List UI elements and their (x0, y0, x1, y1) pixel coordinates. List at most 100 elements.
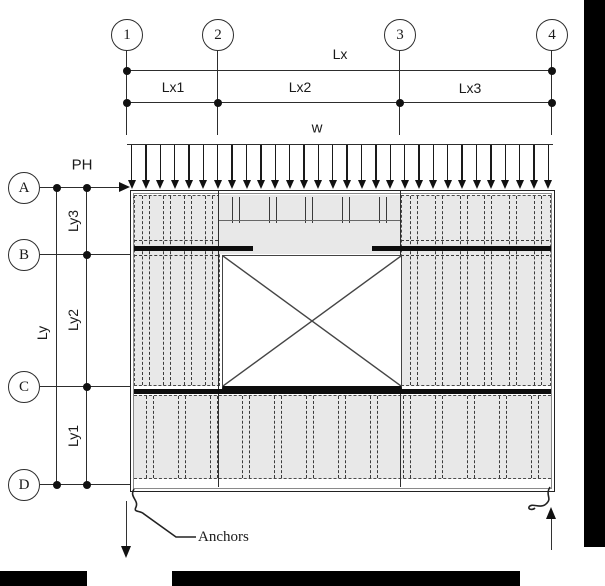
grid-line-4 (551, 50, 552, 135)
stud-tick (378, 197, 387, 223)
load-arrow-icon (530, 145, 539, 189)
load-arrow-icon (285, 145, 294, 189)
left-shear-pier (134, 195, 220, 386)
collector-thick-line (372, 246, 551, 251)
grid-bubble-4: 4 (536, 19, 568, 51)
load-arrow-icon (185, 145, 194, 189)
grid-line-3 (399, 50, 400, 135)
right-anchor-arrow-icon (546, 507, 556, 519)
stud-lines (146, 396, 155, 478)
left-anchor-arrow-shaft (126, 501, 128, 547)
stud-lines (210, 396, 219, 478)
grid-label-3: 3 (396, 26, 404, 43)
stud-lines (204, 196, 213, 385)
grid-bubble-2: 2 (202, 19, 234, 51)
stud-lines (370, 396, 379, 478)
dimension-dot (123, 99, 131, 107)
wall-opening (222, 255, 402, 389)
load-arrow-icon (486, 145, 495, 189)
load-arrow-icon (501, 145, 510, 189)
dimension-dot (214, 99, 222, 107)
load-arrow-icon (400, 145, 409, 189)
grid-bubble-c: C (8, 371, 40, 403)
right-anchor-arrow-shaft (551, 519, 553, 550)
dim-line-ly-segments (86, 188, 87, 485)
load-arrow-icon (415, 145, 424, 189)
scan-artifact-bottom-mid-bar (172, 571, 520, 586)
stud-lines (242, 396, 251, 478)
load-arrow-icon (300, 145, 309, 189)
grid-bubble-1: 1 (111, 19, 143, 51)
load-arrow-icon (472, 145, 481, 189)
stud-lines (530, 396, 539, 478)
collector-thick-line (134, 246, 253, 251)
left-anchor-arrow-icon (121, 546, 131, 558)
load-arrow-icon (328, 145, 337, 189)
dim-label-ly1: Ly1 (65, 424, 81, 448)
load-arrow-icon (256, 145, 265, 189)
grid-label-1: 1 (123, 26, 131, 43)
collector-dashes (134, 255, 218, 256)
stud-lines (498, 396, 507, 478)
load-arrow-icon (156, 145, 165, 189)
scan-artifact-bottom-left-bar (0, 571, 87, 586)
dimension-dot (123, 67, 131, 75)
right-break-icon (528, 486, 551, 511)
left-break-leader-icon (131, 488, 196, 538)
dimension-dot (548, 67, 556, 75)
dimension-dot (53, 481, 61, 489)
stud-lines (484, 196, 493, 385)
grid-label-b: B (18, 246, 29, 263)
dimension-dot (83, 251, 91, 259)
load-arrow-icon (515, 145, 524, 189)
load-arrow-icon (357, 145, 366, 189)
header-band (218, 195, 401, 254)
dim-line-lx-segments (127, 102, 552, 103)
dimension-dot (83, 383, 91, 391)
dim-label-ly: Ly (34, 325, 50, 341)
stud-lines (178, 396, 187, 478)
grid-label-2: 2 (214, 26, 222, 43)
bottom-wall-band (134, 395, 551, 479)
grid-line-1 (126, 50, 127, 135)
grid-bubble-d: D (8, 469, 40, 501)
stud-lines (508, 196, 517, 385)
load-arrow-icon (343, 145, 352, 189)
header-line (218, 220, 401, 221)
load-arrow-icon (443, 145, 452, 189)
right-shear-pier (401, 195, 551, 386)
ph-force-arrow-icon (119, 182, 130, 192)
collector-dashes (134, 240, 218, 241)
load-arrow-icon (199, 145, 208, 189)
stud-lines (434, 396, 443, 478)
stud-lines (434, 196, 443, 385)
dimension-dot (83, 184, 91, 192)
load-arrow-icon (228, 145, 237, 189)
grid-label-c: C (18, 378, 29, 395)
grid-label-a: A (18, 179, 30, 196)
stud-lines (466, 396, 475, 478)
load-arrow-icon (371, 145, 380, 189)
load-arrow-icon (170, 145, 179, 189)
scan-artifact-right-bar (584, 0, 605, 547)
stud-lines (274, 396, 283, 478)
stud-tick (305, 197, 314, 223)
anchors-label: Anchors (198, 529, 249, 545)
load-arrow-icon (386, 145, 395, 189)
load-arrow-icon (242, 145, 251, 189)
load-line (127, 144, 553, 145)
stud-tick (342, 197, 351, 223)
dim-label-ly3: Ly3 (65, 209, 81, 233)
load-arrow-icon (213, 145, 222, 189)
stud-lines (459, 196, 468, 385)
load-label-ph: PH (71, 156, 93, 174)
stud-lines (183, 196, 192, 385)
stud-tick (268, 197, 277, 223)
grid-line-2-continuation (218, 191, 219, 487)
grid-bubble-b: B (8, 239, 40, 271)
dim-label-lx: Lx (332, 46, 348, 62)
grid-label-4: 4 (548, 26, 556, 43)
dim-label-lx1: Lx1 (161, 79, 185, 95)
load-arrow-icon (141, 145, 150, 189)
